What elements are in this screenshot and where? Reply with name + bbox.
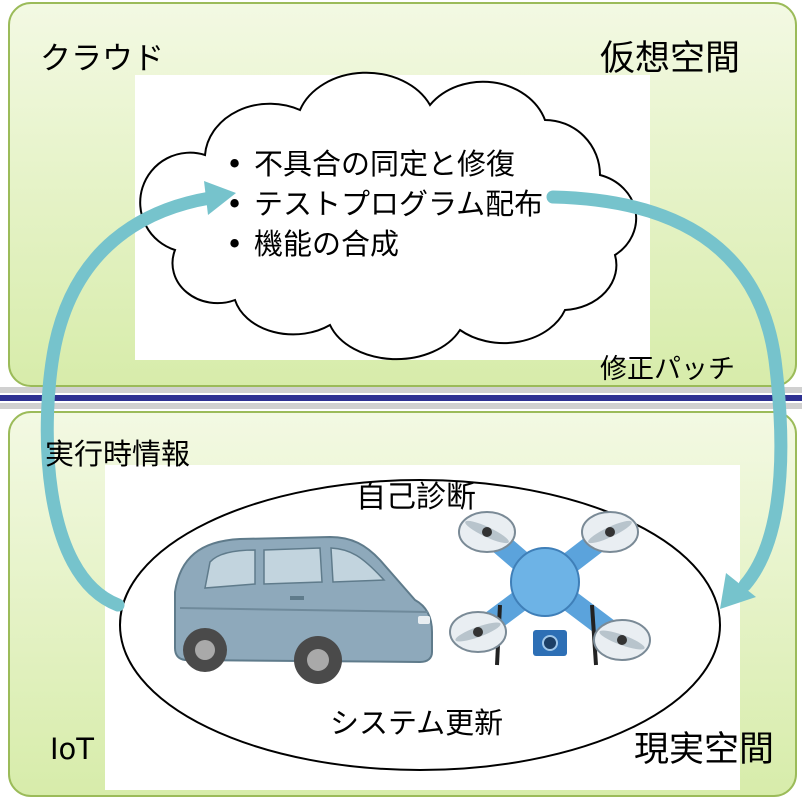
runtime-info-arrow [40, 191, 217, 612]
real-space-label: 現実空間 [634, 730, 775, 770]
rotor-hub [617, 635, 627, 645]
car-headlight [418, 616, 430, 624]
car-door-handle [290, 596, 304, 600]
divider-shadow-bottom [0, 403, 802, 409]
car-window-middle [263, 547, 323, 585]
patch-arrow [546, 190, 788, 592]
car-window-rear [204, 549, 256, 589]
runtime-info-arrowhead [204, 181, 236, 215]
drone-camera-lens [542, 635, 558, 651]
cloud-task-item: 機能の合成 [226, 224, 543, 264]
car-rear-hub [195, 640, 215, 660]
patch-label: 修正パッチ [600, 354, 735, 385]
cloud-task-item: 不具合の同定と修復 [226, 144, 543, 184]
rotor-hub [482, 527, 492, 537]
rotor-hub [605, 527, 615, 537]
divider-shadow-top [0, 387, 802, 393]
drone-icon [449, 511, 651, 666]
cloud-task-list: 不具合の同定と修復 テストプログラム配布 機能の合成 [226, 144, 543, 264]
drone-body [510, 547, 580, 617]
runtime-info-label: 実行時情報 [45, 437, 191, 471]
drone-rotor-ne [581, 511, 639, 553]
drone-rotor-nw [458, 511, 516, 553]
car-icon [174, 535, 433, 684]
system-update-label: システム更新 [330, 706, 504, 740]
divider-line [0, 395, 802, 401]
iot-label: IoT [50, 732, 95, 766]
drone-rotor-sw [449, 611, 507, 653]
rotor-hub [473, 627, 483, 637]
cloud-label: クラウド [40, 41, 164, 77]
car-front-hub [307, 649, 329, 671]
cloud-task-item: テストプログラム配布 [226, 184, 543, 224]
patch-arrowhead [720, 573, 756, 609]
virtual-space-label: 仮想空間 [600, 39, 741, 79]
car-body-line [179, 607, 429, 613]
self-diagnosis-label: 自己診断 [356, 480, 476, 515]
car-window-front [330, 547, 386, 583]
drone-rotor-se [593, 619, 651, 661]
